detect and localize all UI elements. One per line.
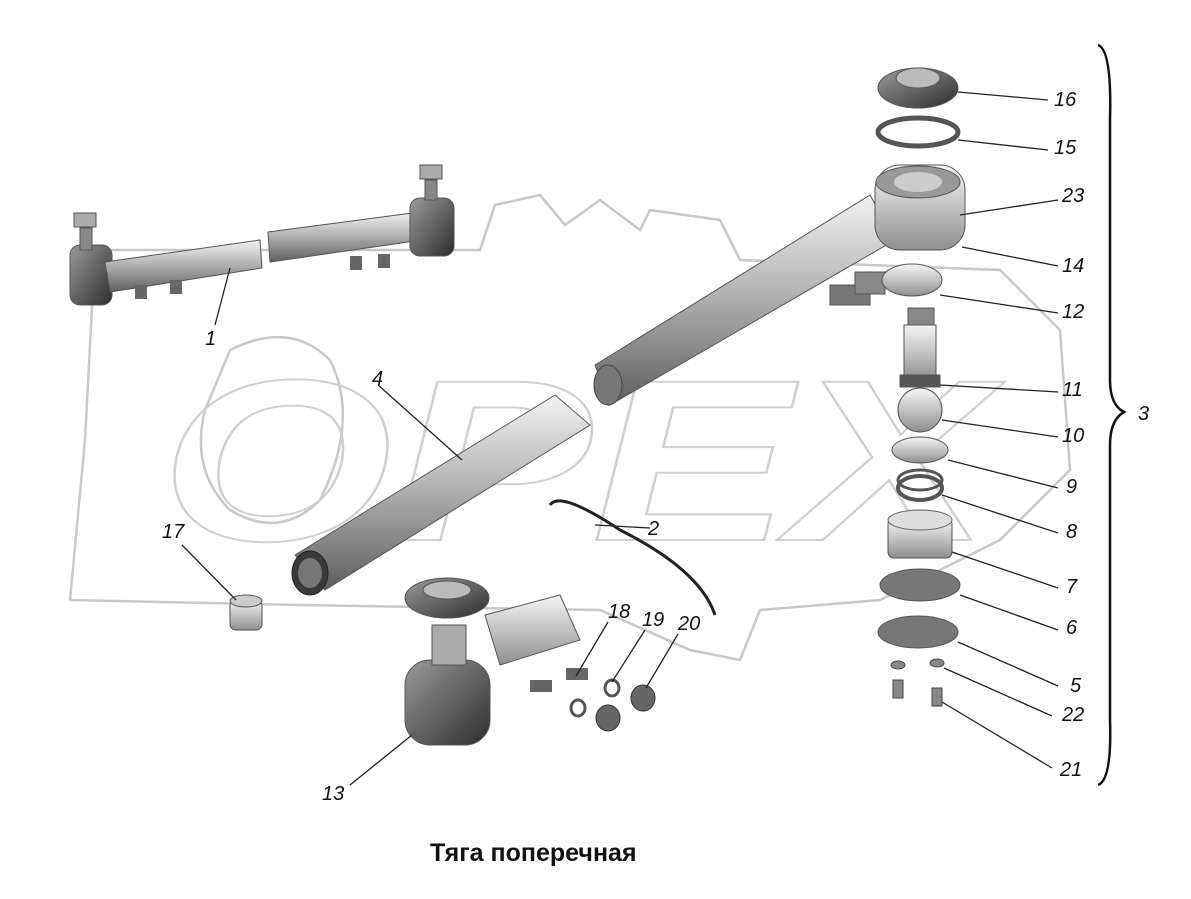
callout-8: 8: [1066, 521, 1077, 543]
callout-6: 6: [1066, 617, 1078, 639]
callout-5: 5: [1070, 675, 1082, 697]
callout-14: 14: [1062, 255, 1084, 277]
part-17-plug: [229, 594, 263, 631]
callout-23: 23: [1061, 185, 1084, 207]
part-21: [892, 679, 943, 707]
tie-rod-assembly: [69, 164, 455, 306]
part-7: [887, 509, 953, 559]
part-15: [875, 115, 961, 149]
watermark-text: OPEX: [160, 332, 1005, 589]
washers-19: [569, 678, 621, 718]
nuts-20: [595, 684, 656, 732]
group-label-3: 3: [1138, 403, 1149, 425]
callout-9: 9: [1066, 476, 1077, 498]
callout-11: 11: [1062, 379, 1083, 401]
callout-21: 21: [1059, 759, 1082, 781]
callout-15: 15: [1054, 137, 1077, 159]
callout-1: 1: [205, 328, 216, 350]
part-11: [899, 307, 941, 388]
part-6: [879, 568, 961, 602]
part-2-wire: [548, 499, 717, 616]
part-16: [877, 67, 959, 109]
callout-2: 2: [647, 518, 659, 540]
leader-lines: [181, 91, 1059, 786]
part-22: [890, 658, 945, 670]
callout-7: 7: [1066, 576, 1078, 598]
diagram-title: Тяга поперечная: [430, 839, 637, 867]
part-9: [891, 436, 949, 464]
part-5: [877, 615, 959, 649]
part-12: [881, 263, 943, 297]
part-13-assembly: [404, 577, 588, 746]
callout-4: 4: [372, 368, 383, 390]
callout-18: 18: [608, 601, 630, 623]
watermark-logo: OPEX: [68, 193, 1072, 662]
part-8: [896, 468, 944, 502]
callout-10: 10: [1062, 425, 1084, 447]
callout-19: 19: [642, 609, 664, 631]
group-brace: [1097, 43, 1127, 787]
callout-13: 13: [322, 783, 344, 805]
tie-rod-end-assembly-3: [593, 164, 966, 406]
tube-part-4: [291, 394, 591, 596]
part-10: [897, 387, 943, 433]
callout-labels: 1 2 4 16 15 23 14 12 11 10 9 8 7 6 5 22 …: [162, 89, 1149, 805]
callout-12: 12: [1062, 301, 1084, 323]
callout-16: 16: [1054, 89, 1077, 111]
callout-22: 22: [1061, 704, 1084, 726]
callout-20: 20: [677, 613, 700, 635]
callout-17: 17: [162, 521, 185, 543]
